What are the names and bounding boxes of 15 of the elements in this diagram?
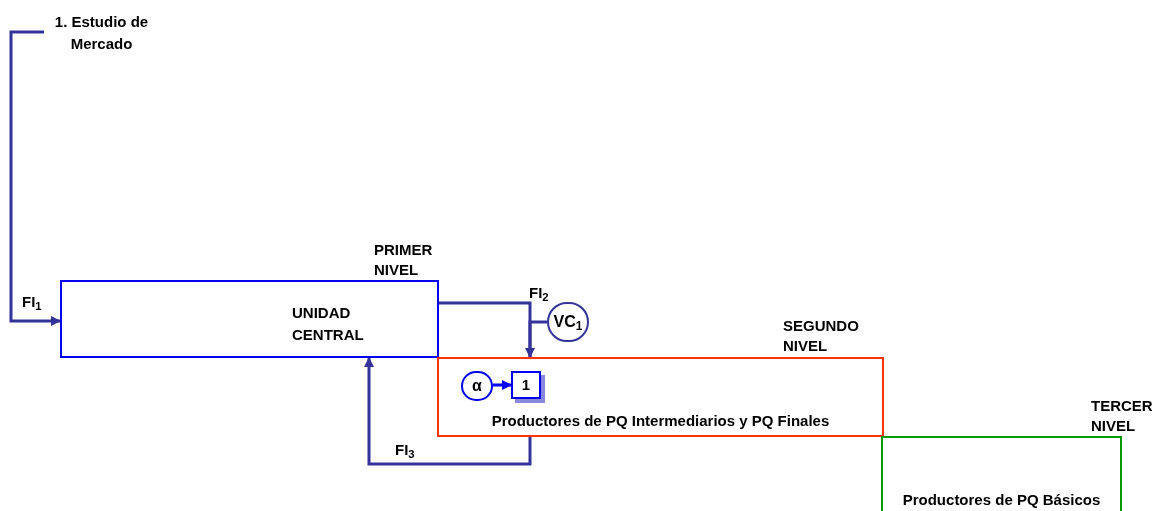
arrow bbox=[9, 30, 61, 326]
level-heading: TERCER NIVEL bbox=[1091, 396, 1154, 436]
arrow bbox=[439, 301, 535, 358]
arrow bbox=[528, 320, 547, 357]
box-label: Productores de PQ Intermediarios y PQ Finales bbox=[490, 411, 831, 431]
level-heading: SEGUNDO NIVEL bbox=[783, 316, 860, 356]
edge-label: FI$_{3}$ bbox=[395, 440, 415, 460]
box-label: UNIDAD CENTRAL bbox=[292, 303, 365, 345]
arrow bbox=[493, 380, 512, 390]
arrow bbox=[364, 357, 532, 466]
edge-label: FI$_{1}$ bbox=[22, 292, 42, 312]
node-label: 1. Estudio de Mercado bbox=[44, 11, 159, 55]
level-heading: PRIMER NIVEL bbox=[374, 240, 434, 280]
edge-label: FI$_{2}$ bbox=[529, 283, 549, 303]
box-label: Productores de PQ Básicos bbox=[901, 490, 1102, 510]
